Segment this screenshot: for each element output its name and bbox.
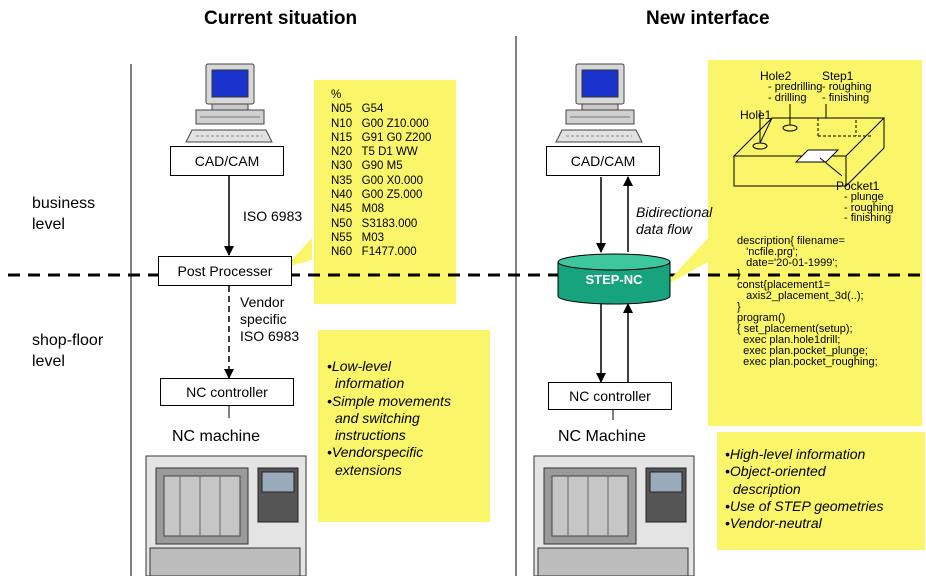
- shopfloor-level-label: shop-floor level: [32, 330, 103, 372]
- right-bullet-line: •Vendor-neutral: [725, 515, 822, 532]
- right-bullet-line: description: [733, 480, 801, 497]
- left-heading: Current situation: [204, 8, 358, 29]
- right-bullet-line: •Use of STEP geometries: [725, 497, 884, 514]
- stepnc-code-line: date='20-01-1999';: [737, 257, 838, 269]
- stepnc-code-line: exec plan.pocket_roughing;: [737, 356, 878, 368]
- gcode-line: N60 F1477.000: [331, 246, 417, 259]
- left-bullet-line: •Simple movements: [327, 392, 451, 409]
- shopfloor-level-line2: level: [32, 353, 65, 370]
- left-bullet-list: •Low-level information •Simple movements…: [327, 358, 451, 479]
- right-cadcam-box: CAD/CAM: [546, 146, 660, 176]
- right-nc-machine-label: NC Machine: [558, 428, 647, 445]
- left-bullet-line: information: [335, 375, 405, 392]
- right-bullets-note: [717, 432, 925, 550]
- post-processor-box: Post Processer: [158, 256, 292, 286]
- right-heading: New interface: [646, 8, 770, 29]
- stepnc-cylinder: [557, 253, 671, 305]
- stepnc-code-line: const{placement1=: [737, 279, 831, 291]
- workpiece-drawing: [732, 104, 886, 187]
- vendor-specific-label: Vendor specific ISO 6983: [240, 294, 299, 345]
- left-bullet-line: •Low-level: [327, 358, 392, 374]
- hole2-label: Hole2 - predrilling - drilling: [760, 70, 822, 103]
- hole2-line: Hole2: [760, 69, 792, 83]
- gcode-line: N45 M08: [331, 203, 385, 216]
- step1-line: Step1: [822, 69, 854, 83]
- gcode-line: N35 G00 X0.000: [331, 174, 424, 187]
- left-bullets-note: [318, 330, 490, 522]
- gcode-line: N15 G91 G0 Z200: [331, 131, 432, 144]
- right-bullet-line: •High-level information: [725, 446, 866, 462]
- gcode-line: N30 G90 M5: [331, 160, 403, 173]
- stepnc-label: STEP-NC: [585, 272, 643, 287]
- pocket1-line: Pocket1: [836, 179, 880, 193]
- left-bullet-line: extensions: [335, 461, 402, 478]
- computer-icon-left: [185, 63, 273, 143]
- step1-line: - roughing: [822, 81, 872, 93]
- vendor-line2: specific: [240, 311, 287, 327]
- stepnc-code-line: 'ncfile.prg';: [737, 246, 799, 258]
- pocket1-label: Pocket1 - plunge - roughing - finishing: [836, 180, 894, 224]
- business-level-line1: business: [32, 195, 96, 212]
- hole1-label: Hole1: [740, 108, 772, 122]
- stepnc-code-line: axis2_placement_3d(..);: [737, 290, 864, 302]
- step1-line: - finishing: [822, 91, 870, 104]
- shopfloor-level-line1: shop-floor: [32, 332, 104, 349]
- business-level-label: business level: [32, 193, 95, 235]
- iso-6983-label: ISO 6983: [243, 208, 303, 224]
- nc-machine-icon-left: [145, 455, 307, 576]
- stepnc-code-line: program(): [737, 312, 786, 324]
- gcode-line: N40 G00 Z5.000: [331, 189, 423, 202]
- stepnc-code-listing: description{ filename= 'ncfile.prg'; dat…: [737, 236, 878, 368]
- nc-machine-icon-right: [533, 455, 695, 576]
- pocket1-line: - roughing: [844, 201, 894, 214]
- gcode-line: N20 T5 D1 WW: [331, 146, 418, 159]
- gcode-line: N55 M03: [331, 231, 385, 244]
- stepnc-code-line: }: [737, 301, 741, 313]
- gcode-line: N05 G54: [331, 103, 384, 116]
- bidirectional-flow-label: Bidirectional data flow: [636, 204, 712, 238]
- gcode-listing: % N05 G54 N10 G00 Z10.000 N15 G91 G0 Z20…: [331, 88, 431, 260]
- gcode-line: N50 S3183.000: [331, 217, 418, 230]
- gcode-line: %: [331, 89, 342, 101]
- gcode-note: [314, 80, 456, 304]
- hole2-line: - predrilling: [768, 81, 823, 93]
- left-bullet-line: instructions: [335, 427, 406, 444]
- right-bullet-list: •High-level information •Object-oriented…: [725, 446, 883, 532]
- business-level-line2: level: [32, 216, 65, 233]
- stepnc-code-line: { set_placement(setup);: [737, 323, 853, 335]
- stepnc-code-line: exec plan.pocket_plunge;: [737, 345, 868, 357]
- left-cadcam-box: CAD/CAM: [170, 146, 284, 176]
- vendor-line1: Vendor: [240, 294, 285, 310]
- pocket1-line: - finishing: [844, 212, 892, 224]
- vendor-line3: ISO 6983: [240, 328, 300, 344]
- right-nc-controller-box: NC controller: [548, 382, 672, 410]
- flow-line1: Bidirectional: [636, 204, 713, 220]
- left-nc-controller-box: NC controller: [160, 378, 294, 406]
- gcode-line: N10 G00 Z10.000: [331, 117, 429, 130]
- stepnc-code-line: description{ filename=: [737, 235, 845, 247]
- right-bullet-line: •Object-oriented: [725, 463, 826, 480]
- computer-icon-right: [555, 63, 643, 143]
- pocket1-line: - plunge: [844, 191, 884, 203]
- hole2-line: - drilling: [768, 91, 807, 104]
- left-nc-machine-label: NC machine: [172, 428, 261, 445]
- step1-label: Step1 - roughing - finishing: [822, 70, 872, 103]
- left-bullet-line: and switching: [335, 409, 420, 426]
- flow-line2: data flow: [636, 221, 693, 237]
- stepnc-code-line: }: [737, 268, 741, 280]
- stepnc-callout: [664, 238, 708, 286]
- stepnc-code-line: exec plan.hole1drill;: [737, 334, 841, 346]
- left-bullet-line: •Vendorspecific: [327, 444, 424, 461]
